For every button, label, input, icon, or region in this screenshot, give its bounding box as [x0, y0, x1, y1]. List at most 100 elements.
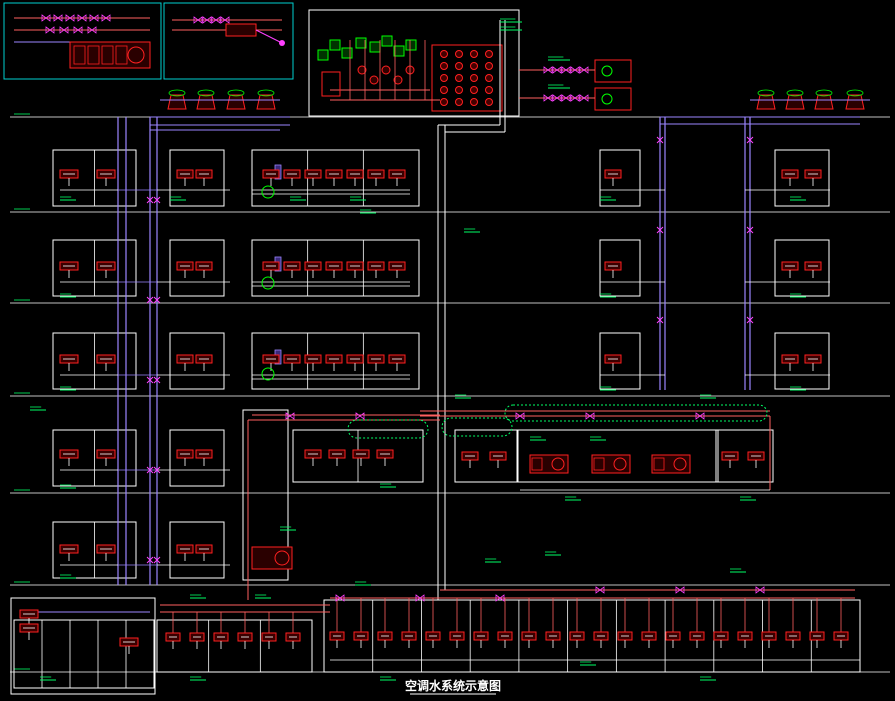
room-outline: [169, 521, 225, 579]
fan-coil-icon: [176, 354, 194, 371]
room-outline: [13, 619, 155, 689]
room-outline: [169, 149, 225, 207]
valve-cross: [153, 376, 161, 384]
valve-body: [87, 26, 97, 34]
valve-body: [211, 16, 221, 24]
pipe-label-mark: [290, 196, 306, 201]
room-outline: [774, 239, 830, 297]
pipe-label-mark: [790, 196, 806, 201]
pipe-label-mark: [190, 594, 206, 599]
fan-coil-icon: [721, 451, 739, 468]
valve-body: [561, 94, 571, 102]
fan-coil-icon: [689, 631, 705, 648]
pipe-label-mark: [455, 394, 471, 399]
valve-body: [495, 594, 505, 602]
fan-coil-icon: [262, 169, 280, 186]
tower-fan: [168, 89, 186, 97]
fan-coil-icon: [781, 261, 799, 278]
valve-icon: [220, 16, 230, 24]
valve-icon: [746, 136, 754, 144]
room-outline: [599, 332, 641, 390]
pump-icon: [470, 62, 478, 70]
fan-coil-icon: [489, 451, 507, 468]
valve-body: [415, 594, 425, 602]
fan-coil-icon: [781, 354, 799, 371]
pipe-sleeve: [347, 419, 429, 439]
valve-cross: [746, 136, 754, 144]
valve-body: [89, 14, 99, 22]
chiller-icon: [329, 39, 341, 51]
fan-coil-icon: [425, 631, 441, 648]
pipe-label-mark: [500, 18, 522, 23]
expansion-tank: [321, 71, 341, 97]
pipe-label-mark: [170, 196, 186, 201]
valve-body: [59, 26, 69, 34]
valve-icon: [543, 94, 553, 102]
tower-body: [785, 94, 805, 110]
fan-coil-icon: [304, 261, 322, 278]
room-outline: [454, 429, 518, 483]
pipe-label-mark: [255, 594, 271, 599]
legend-end-dot: [279, 40, 285, 46]
chiller-icon: [405, 39, 417, 51]
tower-fan: [227, 89, 245, 97]
pipe-label-mark: [740, 496, 756, 501]
room-outline: [323, 599, 861, 673]
valve-icon: [695, 412, 705, 420]
valve-icon: [579, 94, 589, 102]
fan-coil-icon: [388, 261, 406, 278]
valve-icon: [153, 196, 161, 204]
room-block: [52, 429, 137, 487]
fan-coil-icon: [195, 261, 213, 278]
air-handler-icon: [591, 454, 631, 474]
fan-coil-icon: [176, 449, 194, 466]
tower-fan: [786, 89, 804, 97]
valve-cross: [153, 296, 161, 304]
valve-icon: [561, 66, 571, 74]
pipe-label-mark: [500, 26, 522, 31]
tower-body: [814, 94, 834, 110]
valve-body: [355, 412, 365, 420]
cooling-tower-icon: [256, 89, 276, 110]
pump-icon: [601, 65, 613, 77]
valve-icon: [45, 26, 55, 34]
pump-icon: [455, 74, 463, 82]
cooling-towers: [160, 89, 870, 110]
legend-lead: [255, 29, 281, 43]
pipe-label-mark: [60, 196, 76, 201]
fan-coil-icon: [604, 354, 622, 371]
ahu-body: [529, 454, 569, 474]
ahu-fan: [274, 550, 290, 566]
fan-coil-icon: [346, 169, 364, 186]
heat-exchanger: [594, 59, 632, 83]
valve-body: [285, 412, 295, 420]
pump-icon: [261, 367, 275, 381]
room-block: [52, 149, 137, 207]
valve-icon: [65, 14, 75, 22]
valve-icon: [285, 412, 295, 420]
fan-coil-icon: [195, 449, 213, 466]
valve-icon: [89, 14, 99, 22]
fan-coil-icon: [473, 631, 489, 648]
room-outline: [156, 619, 313, 673]
pipe-label-mark: [380, 676, 396, 681]
fan-coil-icon: [388, 354, 406, 371]
valve-cross: [153, 196, 161, 204]
room-outline: [774, 332, 830, 390]
room-blocks: [10, 149, 861, 695]
valve-body: [552, 94, 562, 102]
valve-body: [675, 586, 685, 594]
room-block: [169, 149, 225, 207]
valve-icon: [335, 594, 345, 602]
pump-icon: [485, 62, 493, 70]
room-block: [52, 239, 137, 297]
fan-coil-icon: [195, 354, 213, 371]
valve-body: [101, 14, 111, 22]
valve-body: [77, 14, 87, 22]
valve-icon: [552, 94, 562, 102]
valve-icon: [570, 66, 580, 74]
drawing-title: 空调水系统示意图: [405, 678, 501, 693]
valve-icon: [579, 66, 589, 74]
valve-body: [595, 586, 605, 594]
